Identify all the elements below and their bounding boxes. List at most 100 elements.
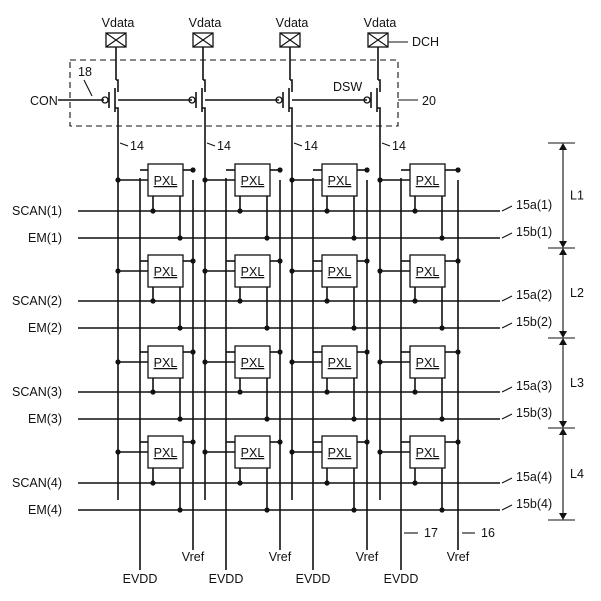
scan-ref-leader (502, 296, 512, 301)
vref-label: Vref (356, 550, 379, 564)
junction-dot (150, 208, 155, 213)
pixel-label: PXL (416, 174, 440, 188)
dch-label: DCH (412, 35, 439, 49)
scan-label: SCAN(3) (12, 385, 62, 399)
ref-14-label: 14 (217, 139, 231, 153)
dimension-arrow (559, 331, 567, 338)
dimension-arrow (559, 428, 567, 435)
vref-label: Vref (269, 550, 292, 564)
junction-dot (264, 416, 269, 421)
junction-dot (351, 507, 356, 512)
junction-dot (289, 268, 294, 273)
junction-dot (439, 235, 444, 240)
junction-dot (202, 359, 207, 364)
junction-dot (237, 389, 242, 394)
scan-ref-leader (502, 206, 512, 211)
pixel-label: PXL (241, 265, 265, 279)
em-ref-leader (502, 323, 512, 328)
junction-dot (364, 167, 369, 172)
pixel-label: PXL (154, 446, 178, 460)
ref-14-leader (294, 143, 302, 146)
junction-dot (190, 349, 195, 354)
ref-16-label: 16 (481, 526, 495, 540)
ref-14-leader (382, 143, 390, 146)
junction-dot (277, 258, 282, 263)
junction-dot (202, 268, 207, 273)
junction-dot (364, 258, 369, 263)
junction-dot (277, 349, 282, 354)
junction-dot (150, 298, 155, 303)
junction-dot (324, 208, 329, 213)
junction-dot (277, 439, 282, 444)
junction-dot (377, 359, 382, 364)
junction-dot (237, 208, 242, 213)
vdata-label: Vdata (276, 16, 309, 30)
vdata-label: Vdata (189, 16, 222, 30)
junction-dot (190, 439, 195, 444)
scan-label: SCAN(4) (12, 476, 62, 490)
evdd-label: EVDD (296, 572, 331, 586)
junction-dot (115, 177, 120, 182)
junction-dot (364, 349, 369, 354)
em-ref-label: 15b(2) (516, 315, 552, 329)
pixel-label: PXL (328, 174, 352, 188)
junction-dot (351, 416, 356, 421)
ref-14-label: 14 (130, 139, 144, 153)
evdd-label: EVDD (209, 572, 244, 586)
drain-lead (378, 80, 380, 92)
junction-dot (115, 268, 120, 273)
junction-dot (289, 177, 294, 182)
junction-dot (455, 349, 460, 354)
scan-ref-label: 15a(1) (516, 198, 552, 212)
con-label: CON (30, 94, 58, 108)
pixel-label: PXL (416, 356, 440, 370)
em-ref-label: 15b(3) (516, 406, 552, 420)
em-label: EM(4) (28, 503, 62, 517)
junction-dot (412, 298, 417, 303)
junction-dot (412, 389, 417, 394)
junction-dot (177, 325, 182, 330)
junction-dot (377, 449, 382, 454)
pixel-label: PXL (154, 265, 178, 279)
evdd-label: EVDD (123, 572, 158, 586)
junction-dot (150, 480, 155, 485)
junction-dot (177, 235, 182, 240)
drain-lead (116, 80, 118, 92)
junction-dot (351, 325, 356, 330)
pixel-label: PXL (154, 356, 178, 370)
junction-dot (439, 325, 444, 330)
em-ref-leader (502, 505, 512, 510)
dimension-arrow (559, 248, 567, 255)
junction-dot (455, 439, 460, 444)
block-label: L1 (570, 189, 584, 203)
ref-20-label: 20 (422, 94, 436, 108)
pixel-label: PXL (154, 174, 178, 188)
junction-dot (377, 268, 382, 273)
scan-ref-leader (502, 478, 512, 483)
junction-dot (202, 177, 207, 182)
pixel-label: PXL (241, 174, 265, 188)
junction-dot (202, 449, 207, 454)
vref-label: Vref (182, 550, 205, 564)
junction-dot (150, 389, 155, 394)
drain-lead (203, 80, 205, 92)
dimension-arrow (559, 143, 567, 150)
vdata-label: Vdata (364, 16, 397, 30)
junction-dot (115, 449, 120, 454)
drain-lead (290, 80, 292, 92)
block-label: L2 (570, 286, 584, 300)
junction-dot (264, 507, 269, 512)
pixel-label: PXL (416, 265, 440, 279)
em-ref-leader (502, 414, 512, 419)
pixel-label: PXL (241, 356, 265, 370)
ref-14-label: 14 (304, 139, 318, 153)
dimension-arrow (559, 513, 567, 520)
scan-ref-label: 15a(2) (516, 288, 552, 302)
evdd-label: EVDD (384, 572, 419, 586)
junction-dot (177, 416, 182, 421)
ref-18-label: 18 (78, 65, 92, 79)
junction-dot (351, 235, 356, 240)
junction-dot (190, 258, 195, 263)
dsw-label: DSW (333, 80, 362, 94)
